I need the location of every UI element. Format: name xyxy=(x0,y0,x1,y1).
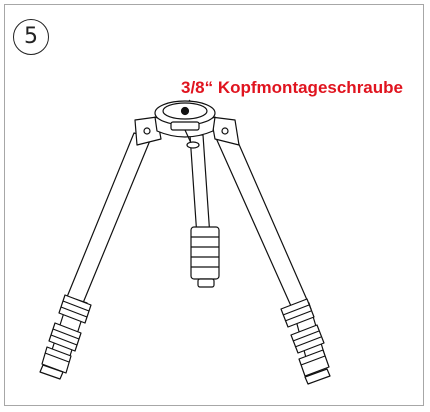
right-leg-upper xyxy=(215,132,312,316)
mounting-screw xyxy=(180,106,190,116)
left-leg-foot xyxy=(39,364,64,380)
back-leg-foot xyxy=(197,278,215,288)
back-leg-upper xyxy=(189,134,211,238)
right-leg-foot xyxy=(304,368,331,385)
instruction-panel: 5 3/8“ Kopfmontageschraube xyxy=(4,4,424,406)
tripod-icon xyxy=(39,99,331,385)
callout-label: 3/8“ Kopfmontageschraube xyxy=(181,78,403,97)
back-leg-grip xyxy=(190,226,220,280)
step-number: 5 xyxy=(24,24,38,49)
right-leg-grip-3 xyxy=(298,349,330,377)
step-number-badge: 5 xyxy=(13,19,49,55)
left-leg-grip-3 xyxy=(41,346,72,374)
left-leg-upper xyxy=(66,132,152,304)
